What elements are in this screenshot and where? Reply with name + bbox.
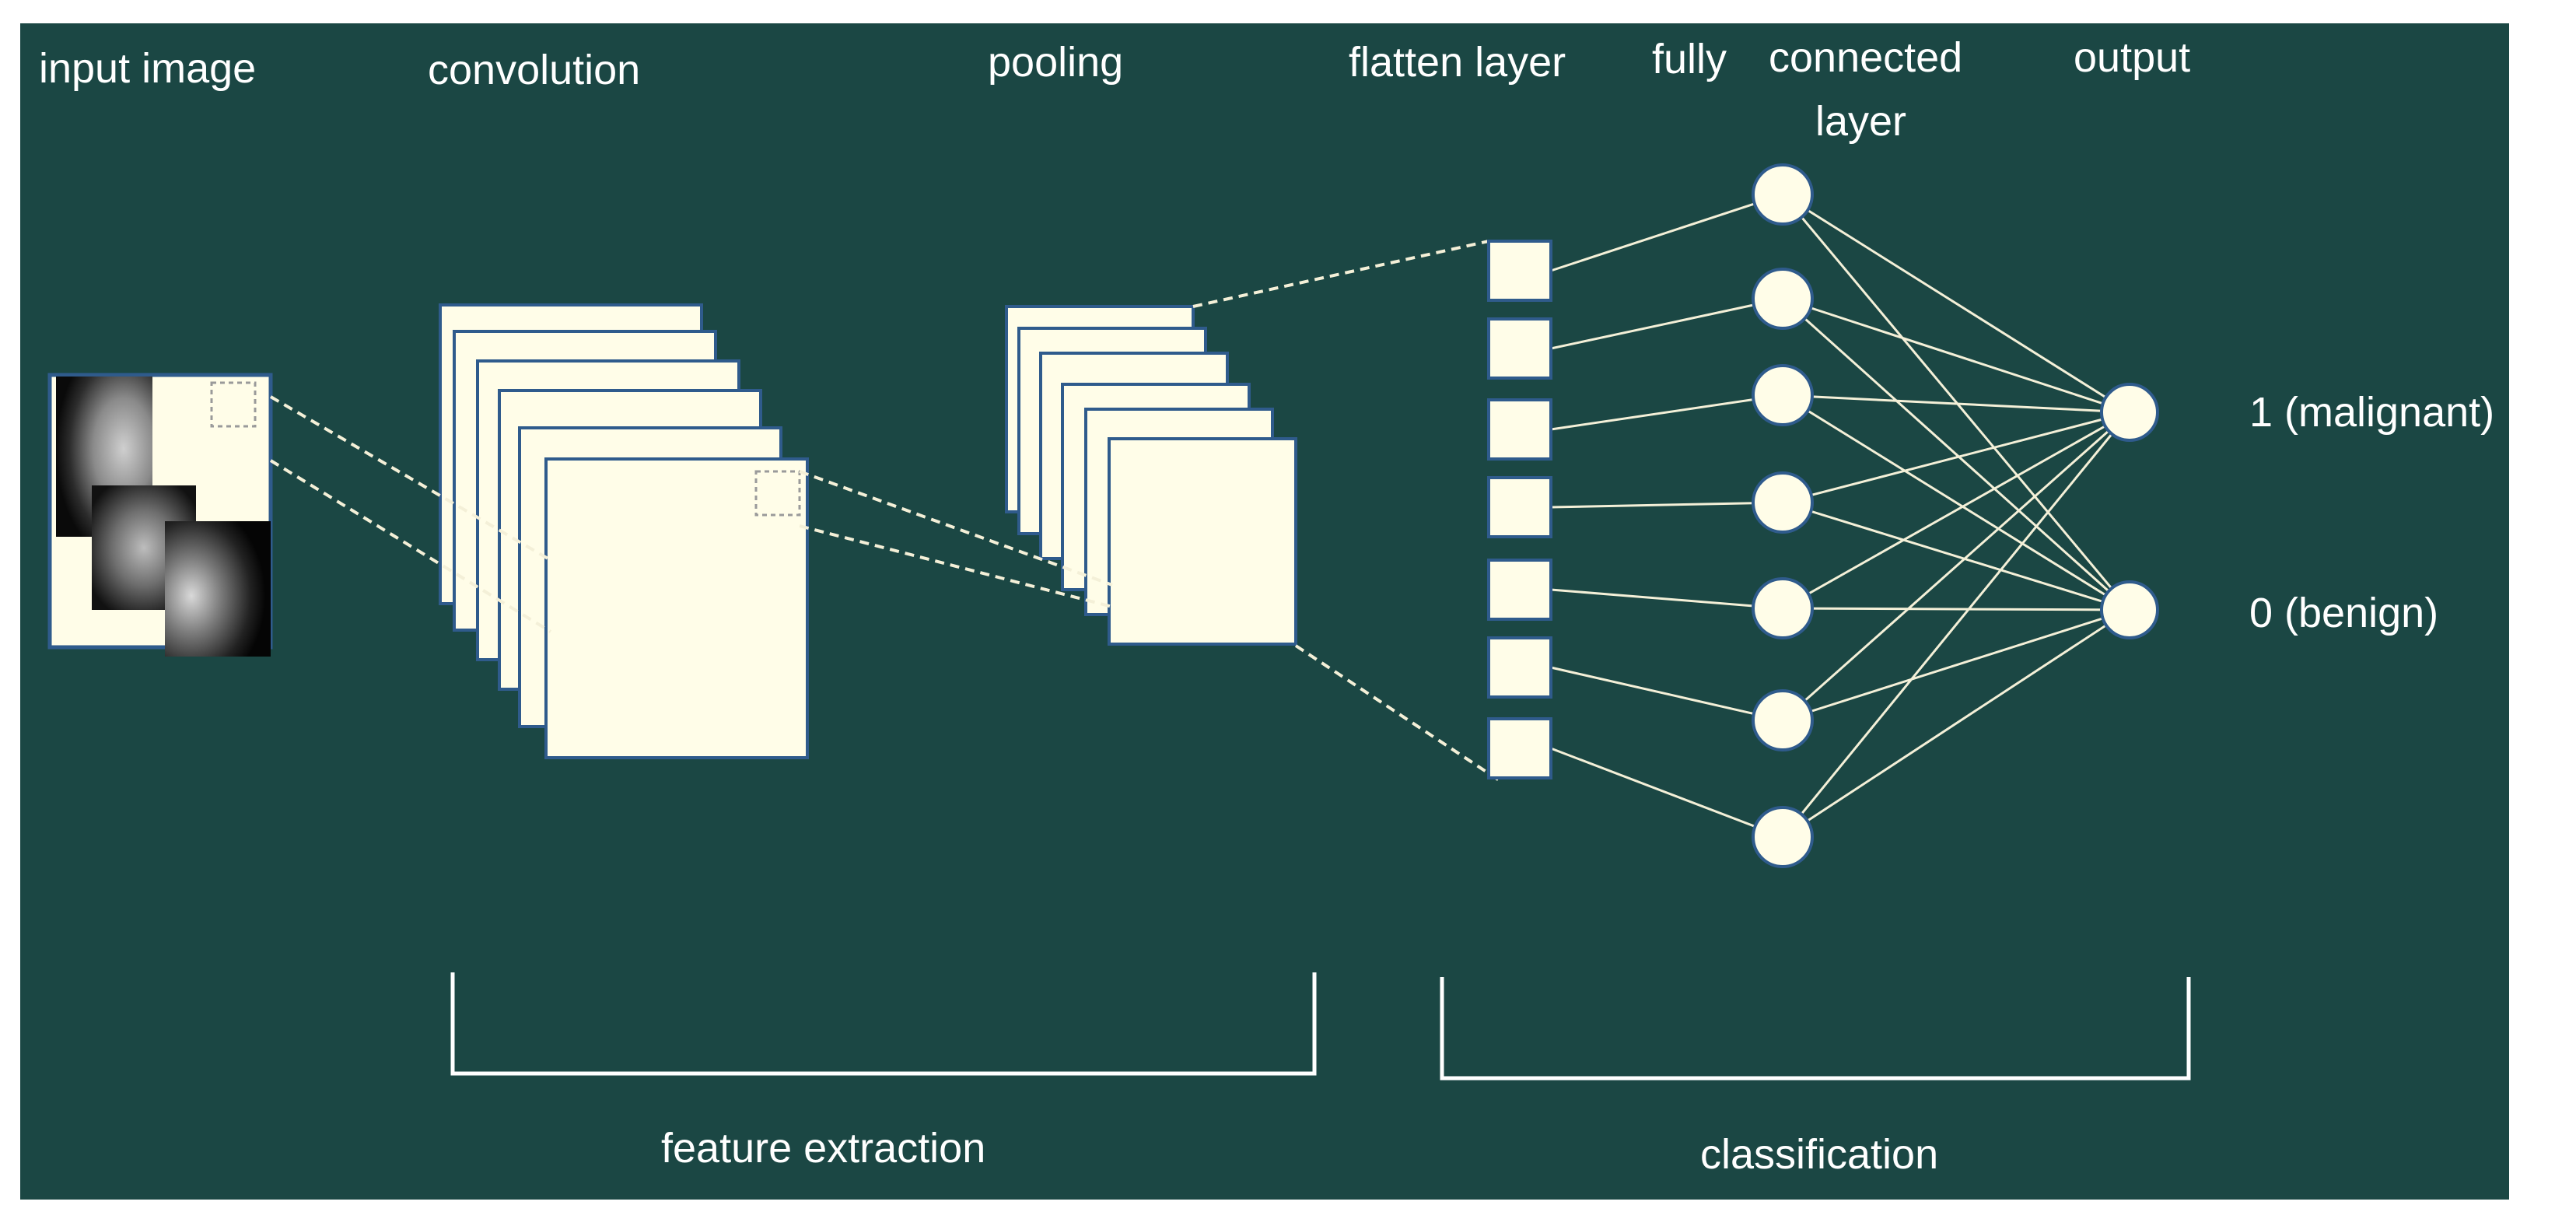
label-output: output — [2074, 34, 2190, 81]
hidden-to-output-line — [1782, 394, 2130, 611]
hidden-to-output-line — [1782, 607, 2130, 611]
label-feature-extraction: feature extraction — [661, 1125, 985, 1172]
label-layer: layer — [1815, 98, 1906, 145]
hidden-to-output-line — [1782, 297, 2130, 414]
conv-kernel-window — [754, 470, 801, 517]
hidden-to-output-line — [1781, 194, 2131, 611]
hidden-to-output-line — [1782, 411, 2130, 722]
label-benign: 0 (benign) — [2249, 590, 2438, 636]
flatten-to-hidden-line — [1550, 666, 1783, 722]
label-connected: connected — [1769, 34, 1962, 81]
hidden-layer — [1752, 163, 1814, 868]
pool-to-flatten-line-2 — [1294, 644, 1504, 784]
classification-bracket — [1440, 977, 2191, 1081]
conv-to-pool-line-2 — [799, 524, 1113, 608]
flatten-to-hidden-line — [1550, 588, 1783, 610]
label-classification: classification — [1700, 1131, 1938, 1178]
input-to-conv-line-1 — [269, 395, 552, 562]
hidden-to-output-line — [1782, 608, 2130, 839]
label-input-image: input image — [39, 45, 256, 92]
flatten-unit — [1487, 717, 1552, 779]
conv-to-pool-line-1 — [799, 470, 1113, 587]
conv-map-6 — [544, 457, 809, 759]
pooling-stack — [1005, 305, 1297, 646]
label-flatten-layer: flatten layer — [1349, 39, 1566, 86]
projection-lines — [269, 240, 1504, 784]
flatten-unit — [1487, 559, 1552, 621]
flatten-unit — [1487, 476, 1552, 538]
label-pooling: pooling — [988, 39, 1123, 86]
flatten-unit — [1487, 240, 1552, 302]
hidden-neuron — [1752, 163, 1814, 226]
hidden-to-output-line — [1782, 411, 2130, 610]
hidden-neuron — [1752, 364, 1814, 426]
hidden-neuron — [1752, 806, 1814, 868]
input-kernel-window — [210, 381, 257, 428]
label-convolution: convolution — [428, 47, 640, 93]
hidden-neuron — [1752, 268, 1814, 330]
flatten-to-hidden-line — [1550, 297, 1783, 350]
flatten-to-hidden-line — [1550, 747, 1783, 839]
mammogram-image-3 — [165, 521, 271, 657]
fully-connected-lines — [1550, 193, 2131, 839]
flatten-unit — [1487, 317, 1552, 380]
hidden-to-output-line — [1782, 411, 2130, 504]
convolution-stack — [439, 303, 809, 759]
output-neuron-malignant — [2100, 383, 2159, 442]
input-image-group — [47, 373, 273, 657]
feature-extraction-bracket — [450, 972, 1317, 1076]
hidden-to-output-line — [1781, 297, 2131, 611]
hidden-to-output-line — [1782, 501, 2130, 611]
label-fully: fully — [1652, 36, 1727, 82]
flatten-to-hidden-line — [1550, 394, 1783, 431]
hidden-to-output-line — [1782, 608, 2130, 722]
flatten-unit — [1487, 636, 1552, 699]
output-neuron-benign — [2100, 580, 2159, 639]
output-layer — [2100, 383, 2159, 639]
label-malignant: 1 (malignant) — [2249, 389, 2494, 436]
hidden-to-output-line — [1782, 394, 2130, 414]
flatten-layer — [1487, 240, 1552, 779]
hidden-to-output-line — [1782, 193, 2130, 414]
hidden-neuron — [1752, 577, 1814, 639]
pool-map-6 — [1108, 437, 1297, 646]
hidden-neuron — [1752, 471, 1814, 534]
hidden-neuron — [1752, 689, 1814, 751]
input-to-conv-line-2 — [269, 459, 552, 633]
hidden-to-output-line — [1781, 412, 2131, 838]
pool-to-flatten-line-1 — [1192, 240, 1489, 308]
flatten-unit — [1487, 398, 1552, 461]
flatten-to-hidden-line — [1550, 501, 1783, 509]
flatten-to-hidden-line — [1550, 193, 1783, 272]
